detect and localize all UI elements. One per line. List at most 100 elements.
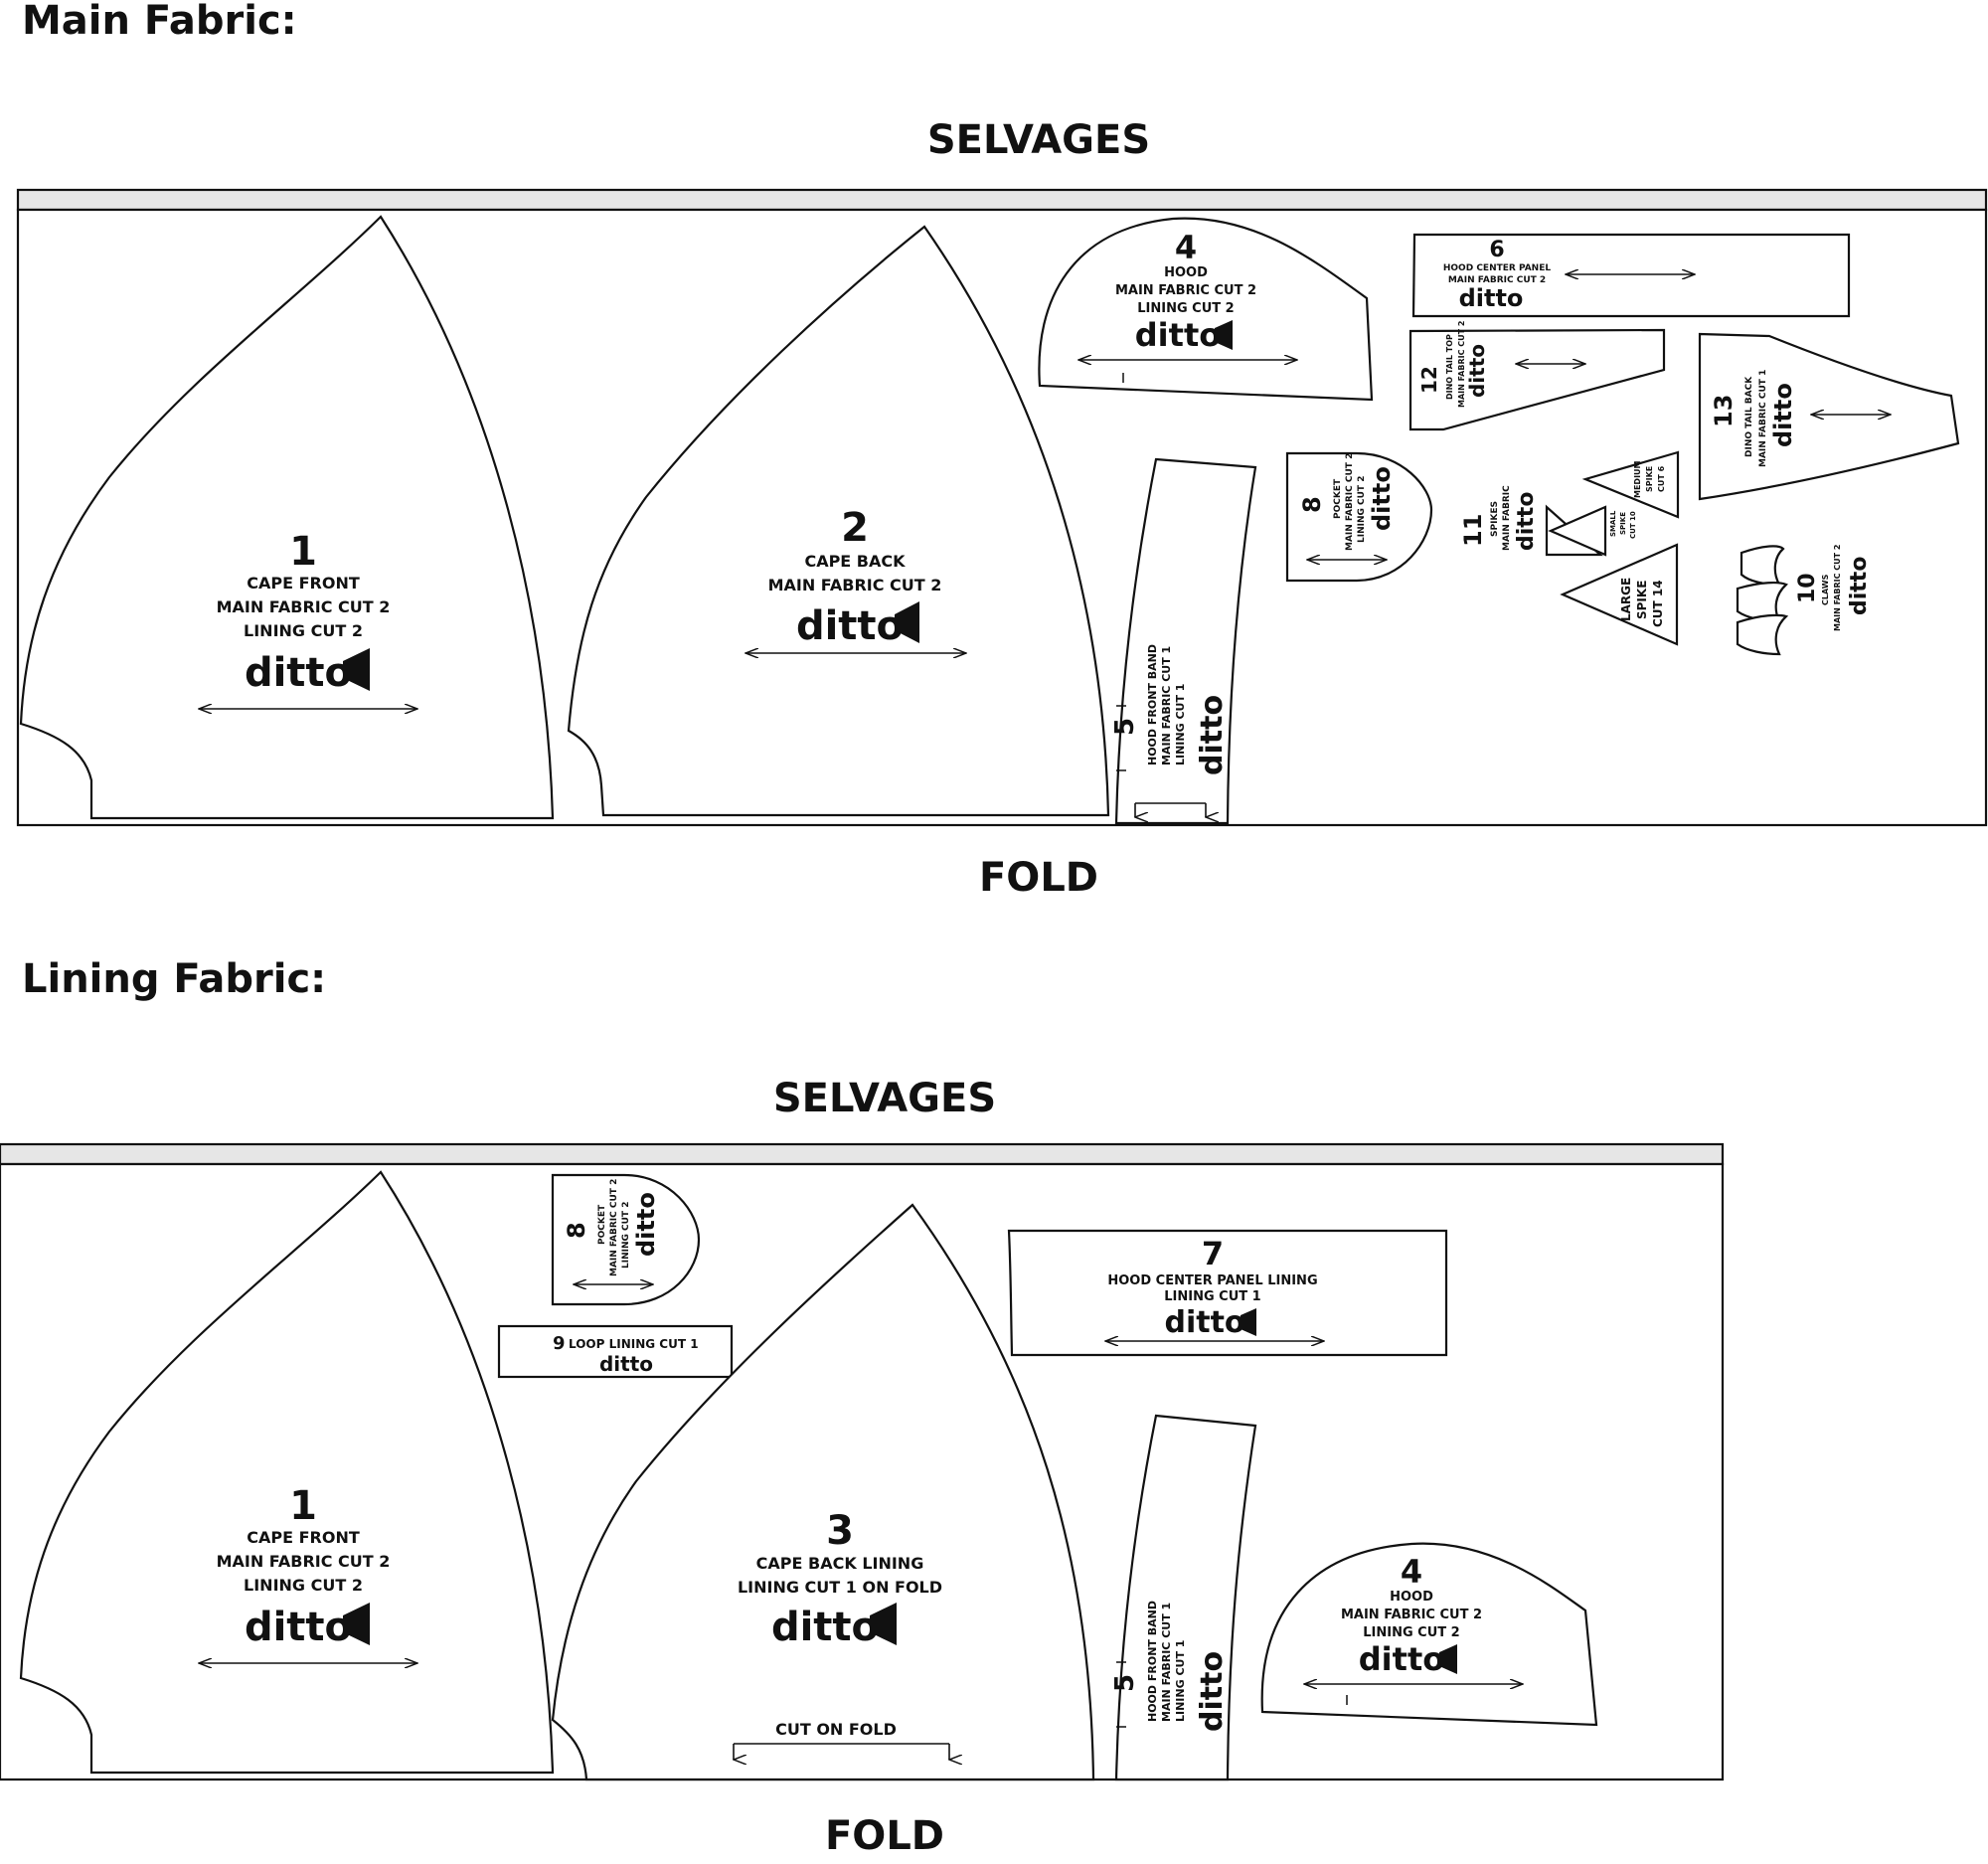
piece-label: HOOD FRONT BAND (1146, 644, 1159, 765)
lining-piece-4-hood: 4 HOOD MAIN FABRIC CUT 2 LINING CUT 2 di… (1260, 1542, 1598, 1727)
main-piece-8-pocket: 8 POCKET MAIN FABRIC CUT 2 LINING CUT 2 … (1285, 451, 1433, 583)
ditto-logo: ditto (1195, 1651, 1230, 1732)
main-piece-12-dino-tail-top: 12 DINO TAIL TOP MAIN FABRIC CUT 2 ditto (1408, 321, 1666, 431)
svg-text:ditto: ditto (796, 603, 904, 649)
piece-label: HOOD CENTER PANEL (1443, 263, 1551, 273)
piece-label: LINING CUT 1 (1174, 684, 1187, 765)
piece-label: LOOP LINING CUT 1 (569, 1337, 699, 1351)
piece-label: SPIKES (1490, 501, 1500, 537)
piece-label: LINING CUT 2 (1363, 1625, 1459, 1640)
lining-selvage-strip (0, 1142, 1725, 1166)
lining-selvages-label: SELVAGES (772, 1076, 997, 1121)
lining-piece-8-pocket: 8 POCKET MAIN FABRIC CUT 2 LINING CUT 2 … (551, 1173, 701, 1306)
piece-label: LINING CUT 2 (244, 621, 363, 640)
piece-label: MAIN FABRIC CUT 2 (217, 1552, 391, 1571)
piece-number: 5 (1110, 718, 1140, 736)
piece-label: CAPE BACK LINING (756, 1554, 924, 1573)
piece-number: 9 (553, 1333, 566, 1354)
piece-label: HOOD (1164, 265, 1208, 280)
piece-label: LINING CUT 2 (244, 1576, 363, 1595)
piece-label: SPIKE (1619, 512, 1627, 535)
piece-number: 3 (826, 1508, 854, 1554)
piece-label: MAIN FABRIC CUT 2 (768, 576, 942, 594)
main-piece-1-cape-front: 1 CAPE FRONT MAIN FABRIC CUT 2 LINING CU… (19, 215, 555, 820)
piece-number: 6 (1489, 238, 1504, 262)
lining-piece-9-loop: 9 LOOP LINING CUT 1 ditto (497, 1324, 734, 1379)
piece-label: POCKET (597, 1204, 607, 1245)
piece-number: 13 (1710, 395, 1738, 427)
piece-label: LINING CUT 1 ON FOLD (738, 1578, 942, 1597)
piece-label: CAPE FRONT (247, 574, 360, 593)
piece-label: MAIN FABRIC CUT 2 (1833, 545, 1842, 631)
main-piece-6-hood-center-panel: 6 HOOD CENTER PANEL MAIN FABRIC CUT 2 di… (1411, 233, 1851, 318)
main-fabric-layout: 1 CAPE FRONT MAIN FABRIC CUT 2 LINING CU… (16, 188, 1988, 827)
ditto-logo: ditto (1135, 316, 1233, 354)
piece-label: LINING CUT 1 (1164, 1289, 1260, 1304)
ditto-logo: ditto (1195, 695, 1230, 775)
piece-label: MAIN FABRIC CUT 2 (1341, 1608, 1482, 1622)
piece-number: 1 (289, 529, 317, 575)
piece-label: MAIN FABRIC CUT 2 (217, 597, 391, 616)
ditto-logo: ditto (1769, 383, 1797, 447)
piece-label: MAIN FABRIC CUT 2 (1115, 283, 1256, 298)
piece-number: 11 (1459, 514, 1487, 547)
piece-label: CLAWS (1821, 574, 1830, 605)
small-spike: SMALL SPIKE CUT 10 (1545, 504, 1637, 557)
piece-number: 12 (1417, 366, 1441, 394)
piece-label: HOOD FRONT BAND (1146, 1601, 1159, 1722)
ditto-logo: ditto (1465, 344, 1489, 398)
ditto-logo: ditto (1514, 492, 1539, 551)
main-piece-4-hood: 4 HOOD MAIN FABRIC CUT 2 LINING CUT 2 di… (1038, 217, 1374, 402)
piece-label: LINING CUT 2 (621, 1202, 631, 1269)
piece-label: MAIN FABRIC (1502, 485, 1512, 551)
ditto-logo: ditto (1847, 557, 1872, 615)
piece-label: HOOD (1390, 1590, 1433, 1605)
ditto-logo: ditto (796, 601, 919, 649)
piece-label: MEDIUM (1633, 460, 1642, 498)
piece-label: DINO TAIL BACK (1744, 376, 1754, 457)
piece-label: MAIN FABRIC CUT 2 (609, 1179, 619, 1276)
ditto-logo: ditto (1459, 284, 1524, 312)
piece-label: HOOD CENTER PANEL LINING (1107, 1273, 1317, 1288)
svg-text:ditto: ditto (1359, 1640, 1444, 1678)
piece-number: 7 (1202, 1235, 1224, 1272)
piece-label: SPIKE (1645, 466, 1654, 492)
main-piece-11-spikes: 11 SPIKES MAIN FABRIC ditto SMALL SPIKE … (1459, 450, 1680, 646)
main-piece-2-cape-back: 2 CAPE BACK MAIN FABRIC CUT 2 ditto (567, 225, 1110, 817)
piece-number: 8 (1298, 496, 1326, 513)
ditto-logo: ditto (245, 1603, 370, 1650)
piece-label: MAIN FABRIC CUT 1 (1160, 646, 1173, 765)
main-piece-13-dino-tail-back: 13 DINO TAIL BACK MAIN FABRIC CUT 1 ditt… (1698, 332, 1960, 501)
svg-text:ditto: ditto (1164, 1305, 1244, 1340)
piece-label: SMALL (1609, 510, 1617, 537)
lining-piece-3-cape-back-lining: 3 CAPE BACK LINING LINING CUT 1 ON FOLD … (551, 1203, 1095, 1781)
piece-label: CAPE BACK (804, 552, 906, 571)
lining-piece-7-hood-center-panel-lining: 7 HOOD CENTER PANEL LINING LINING CUT 1 … (1007, 1229, 1448, 1357)
ditto-logo: ditto (632, 1192, 660, 1257)
lining-fabric-layout: 1 CAPE FRONT MAIN FABRIC CUT 2 LINING CU… (0, 1142, 1725, 1781)
svg-text:ditto: ditto (1135, 316, 1221, 354)
medium-spike: MEDIUM SPIKE CUT 6 (1581, 450, 1680, 519)
lining-fold-label: FOLD (824, 1813, 945, 1859)
piece-label: POCKET (1333, 478, 1343, 519)
large-spike: LARGE SPIKE CUT 14 (1560, 543, 1679, 646)
piece-label: CUT 6 (1657, 465, 1666, 492)
lining-fabric-title: Lining Fabric: (22, 956, 327, 1002)
piece-label: DINO TAIL TOP (1445, 334, 1454, 400)
piece-number: 5 (1110, 1674, 1140, 1692)
svg-text:ditto: ditto (771, 1605, 879, 1650)
piece-label: LINING CUT 1 (1174, 1640, 1187, 1722)
ditto-logo: ditto (771, 1603, 897, 1650)
piece-number: 1 (289, 1483, 317, 1529)
piece-label: LARGE (1619, 578, 1633, 621)
cut-on-fold-label: CUT ON FOLD (775, 1720, 897, 1739)
piece-label: MAIN FABRIC CUT 2 (1448, 275, 1546, 285)
piece-number: 4 (1175, 229, 1197, 266)
piece-label: CUT 10 (1629, 511, 1637, 539)
piece-label: CAPE FRONT (247, 1528, 360, 1547)
main-selvage-strip (16, 188, 1988, 212)
lining-piece-1-cape-front: 1 CAPE FRONT MAIN FABRIC CUT 2 LINING CU… (19, 1170, 555, 1775)
piece-label: MAIN FABRIC CUT 1 (1160, 1603, 1173, 1722)
svg-text:ditto: ditto (245, 1605, 352, 1650)
